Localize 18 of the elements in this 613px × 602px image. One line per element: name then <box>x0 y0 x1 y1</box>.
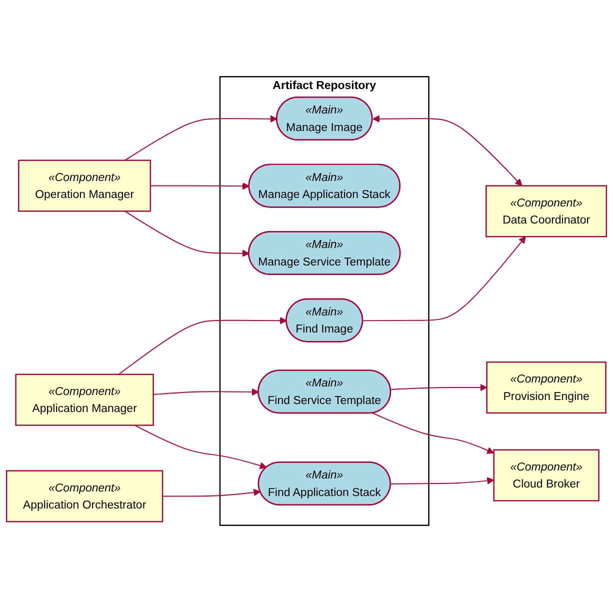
arrow <box>152 388 259 396</box>
node-box: «Component» Data Coordinator <box>486 185 608 238</box>
node-box: «Component» Provision Engine <box>486 362 606 414</box>
arrow <box>124 115 278 161</box>
arrow <box>390 384 488 392</box>
arrow <box>372 115 522 186</box>
arrow <box>390 477 494 484</box>
arrow <box>162 488 261 497</box>
arrow <box>134 424 267 470</box>
node-box: «Component» Cloud Broker <box>493 449 600 502</box>
arrow <box>118 317 287 375</box>
arrow <box>150 182 250 190</box>
arrow <box>372 412 494 454</box>
arrow <box>124 210 250 257</box>
node-box: «Component» Application Orchestrator <box>6 470 164 522</box>
node-box: «Component» Operation Manager <box>18 160 152 212</box>
arrow <box>362 236 526 322</box>
node-box: «Component» Application Manager <box>15 374 154 426</box>
